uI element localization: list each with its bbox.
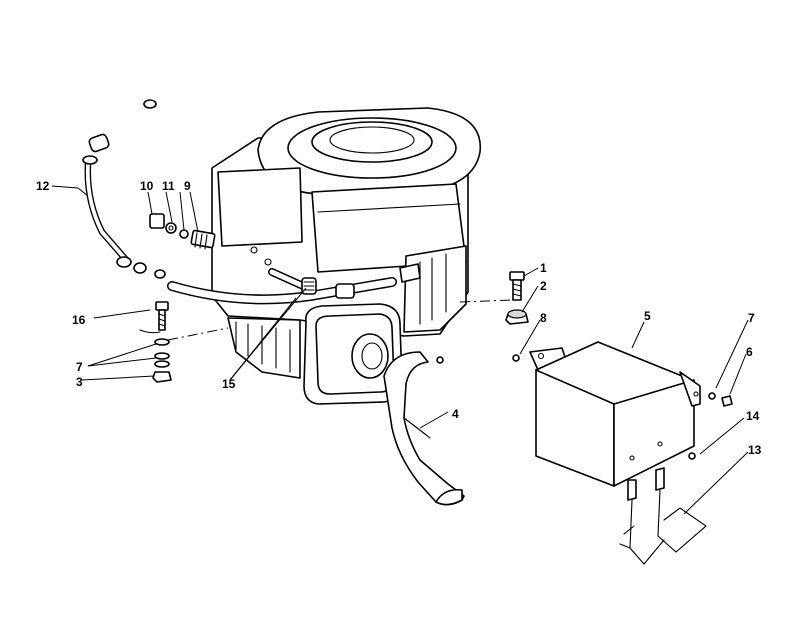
breather-hose-15 xyxy=(167,268,397,305)
label-13: 13 xyxy=(748,443,762,457)
exhaust-deflector-4 xyxy=(383,351,465,506)
label-4: 4 xyxy=(452,407,459,421)
centerline-bolt-1 xyxy=(459,299,513,303)
label-16: 16 xyxy=(72,313,86,327)
label-10: 10 xyxy=(140,179,154,193)
muffler-cover-5 xyxy=(529,341,733,487)
fittings-9-10-11 xyxy=(149,213,216,250)
label-12: 12 xyxy=(36,179,50,193)
label-1: 1 xyxy=(540,261,547,275)
centerline-bolt-16 xyxy=(167,327,229,341)
label-3: 3 xyxy=(76,375,83,389)
label-5: 5 xyxy=(644,309,651,323)
label-7a: 7 xyxy=(76,360,83,374)
label-2: 2 xyxy=(540,279,547,293)
label-7b: 7 xyxy=(748,311,755,325)
label-11: 11 xyxy=(162,179,175,193)
label-8: 8 xyxy=(540,311,547,325)
label-15: 15 xyxy=(222,377,236,391)
bracket-13 xyxy=(619,467,707,565)
leader-lines xyxy=(51,185,749,515)
engine xyxy=(211,107,481,405)
bolt-16-assembly xyxy=(139,301,172,383)
label-6: 6 xyxy=(746,345,753,359)
fuel-hose-12 xyxy=(82,99,166,279)
label-9: 9 xyxy=(184,179,191,193)
label-14: 14 xyxy=(746,409,760,423)
bolt-1-assembly xyxy=(436,271,529,364)
